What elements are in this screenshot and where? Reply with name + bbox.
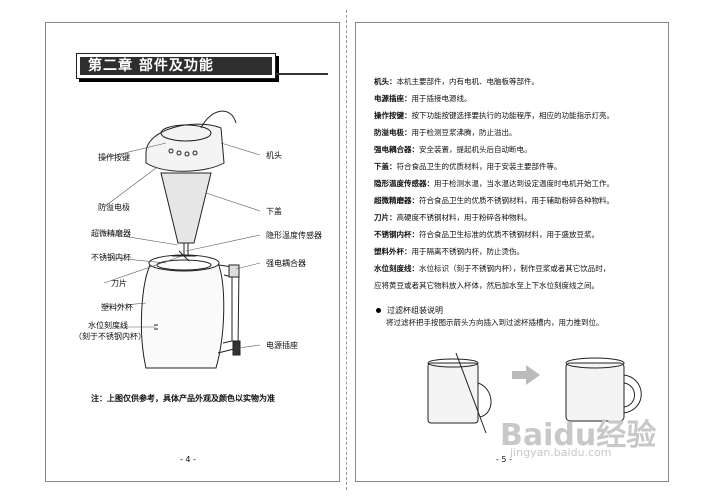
definition-term: 水位刻度线： bbox=[374, 264, 419, 273]
label-strong-coupler: 强电耦合器 bbox=[266, 259, 306, 268]
chapter-rule bbox=[276, 73, 328, 75]
definition-text: 本机主要部件，内有电机、电脑板等部件。 bbox=[396, 77, 540, 86]
definition-item: 操作按键：按下功能按键选择要执行的功能程序，相应的功能指示灯亮。 bbox=[374, 111, 614, 121]
definition-item: 刀片：高硬度不锈钢材料，用于粉碎各种物料。 bbox=[374, 213, 532, 223]
definition-text: 应将黄豆或者其它物料放入杯体，然后加水至上下水位刻度线之间。 bbox=[374, 281, 599, 290]
page-number-left: - 4 - bbox=[180, 455, 196, 464]
chapter-title-box: 第二章 部件及功能 bbox=[76, 53, 276, 79]
baidu-watermark-url: jingyan.baidu.com bbox=[510, 446, 612, 459]
chapter-title: 第二章 部件及功能 bbox=[80, 57, 272, 75]
manual-page-left: 第二章 部件及功能 bbox=[45, 22, 340, 482]
label-steel-inner-cup: 不锈钢内杯 bbox=[91, 253, 131, 262]
label-micro-grinder: 超微精磨器 bbox=[91, 229, 131, 238]
definition-item: 机头：本机主要部件，内有电机、电脑板等部件。 bbox=[374, 77, 539, 87]
definition-item: 防溢电极：用于检测豆浆沸腾，防止溢出。 bbox=[374, 128, 517, 138]
definition-term: 不锈钢内杯： bbox=[374, 230, 419, 239]
definition-item: 塑料外杯：用于隔离不锈钢内杯，防止烫伤。 bbox=[374, 247, 524, 257]
definition-text: 用于插接电源线。 bbox=[411, 94, 472, 103]
definition-term: 下盖： bbox=[374, 162, 397, 171]
soymilk-maker-diagram bbox=[103, 110, 261, 369]
filter-instruction: 将过滤杯把手按图示箭头方向插入到过滤杯插槽内，用力推到位。 bbox=[386, 318, 604, 327]
definition-item: 隐形温度传感器：用于检测水温，当水温达到设定温度时电机开始工作。 bbox=[374, 179, 614, 189]
manual-page-right: 机头：本机主要部件，内有电机、电脑板等部件。电源插座：用于插接电源线。操作按键：… bbox=[355, 22, 669, 482]
definition-item: 电源插座：用于插接电源线。 bbox=[374, 94, 472, 104]
definition-item: 水位刻度线：水位标识（刻于不锈钢内杯），制作豆浆或者其它饮品时， bbox=[374, 264, 610, 274]
definition-term: 电源插座： bbox=[374, 94, 412, 103]
label-lower-cover: 下盖 bbox=[266, 207, 282, 216]
definition-term: 隐形温度传感器： bbox=[374, 179, 434, 188]
definition-term: 机头： bbox=[374, 77, 397, 86]
label-blade: 刀片 bbox=[111, 279, 127, 288]
definition-term: 防溢电极： bbox=[374, 128, 412, 137]
definition-text: 按下功能按键选择要执行的功能程序，相应的功能指示灯亮。 bbox=[411, 111, 615, 120]
label-hidden-temp-sensor: 隐形温度传感器 bbox=[266, 231, 322, 240]
page-fold-line bbox=[346, 10, 348, 490]
label-control-buttons: 操作按键 bbox=[98, 153, 130, 162]
filter-heading-text: 过滤杯组装说明 bbox=[387, 306, 443, 315]
definition-term: 超微精磨器： bbox=[374, 196, 419, 205]
definition-text: 符合食品卫生标准的优质不锈钢材料，用于盛放豆浆。 bbox=[419, 230, 599, 239]
definition-term: 操作按键： bbox=[374, 111, 412, 120]
definition-item: 应将黄豆或者其它物料放入杯体，然后加水至上下水位刻度线之间。 bbox=[374, 281, 599, 291]
definition-term: 强电耦合器： bbox=[374, 145, 419, 154]
definition-text: 用于检测水温，当水温达到设定温度时电机开始工作。 bbox=[434, 179, 614, 188]
label-power-socket: 电源插座 bbox=[266, 341, 298, 350]
definition-item: 强电耦合器：安全装置，提起机头后自动断电。 bbox=[374, 145, 532, 155]
definition-item: 不锈钢内杯：符合食品卫生标准的优质不锈钢材料，用于盛放豆浆。 bbox=[374, 230, 599, 240]
definition-text: 高硬度不锈钢材料，用于粉碎各种物料。 bbox=[396, 213, 532, 222]
definition-term: 塑料外杯： bbox=[374, 247, 412, 256]
definition-item: 超微精磨器：符合食品卫生的优质不锈钢材料，用于辅助粉碎各种物料。 bbox=[374, 196, 614, 206]
definition-item: 下盖：符合食品卫生的优质材料，用于安装主要部件等。 bbox=[374, 162, 562, 172]
filter-heading: 过滤杯组装说明 bbox=[376, 305, 443, 316]
label-water-level-note: （刻于不锈钢内杯） bbox=[74, 332, 146, 341]
label-plastic-outer-cup: 塑料外杯 bbox=[101, 303, 133, 312]
filter-cup-assembly-diagram bbox=[427, 352, 642, 434]
label-overflow-electrode: 防溢电极 bbox=[98, 203, 130, 212]
definition-term: 刀片： bbox=[374, 213, 397, 222]
bullet-dot bbox=[376, 308, 381, 313]
definition-text: 用于检测豆浆沸腾，防止溢出。 bbox=[411, 128, 517, 137]
definition-text: 水位标识（刻于不锈钢内杯），制作豆浆或者其它饮品时， bbox=[419, 264, 611, 273]
label-head: 机头 bbox=[266, 151, 282, 160]
label-water-level-line: 水位刻度线 bbox=[88, 321, 128, 330]
definition-text: 用于隔离不锈钢内杯，防止烫伤。 bbox=[411, 247, 525, 256]
disclaimer-note: 注：上图仅供参考，具体产品外观及颜色以实物为准 bbox=[91, 394, 275, 403]
page-number-right: - 5 - bbox=[496, 455, 512, 464]
definition-text: 安全装置，提起机头后自动断电。 bbox=[419, 145, 532, 154]
definition-text: 符合食品卫生的优质材料，用于安装主要部件等。 bbox=[396, 162, 562, 171]
definition-text: 符合食品卫生的优质不锈钢材料，用于辅助粉碎各种物料。 bbox=[419, 196, 614, 205]
baidu-watermark-logo: Baidu经验 bbox=[500, 418, 657, 453]
